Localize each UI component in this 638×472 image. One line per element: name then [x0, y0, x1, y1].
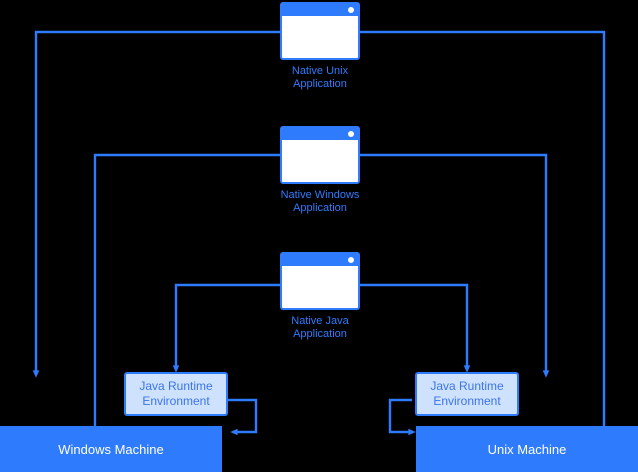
- jre-label: Java Runtime Environment: [139, 379, 213, 408]
- machine-bar-windows[interactable]: Windows Machine: [0, 426, 222, 472]
- application-window-icon: [280, 2, 360, 60]
- wire-java-app-to-jre-windows: [172, 283, 283, 373]
- window-dot-icon: [348, 131, 354, 137]
- node-label: Native Unix Application: [291, 65, 349, 90]
- jre-box-unix[interactable]: Java Runtime Environment: [415, 372, 519, 416]
- node-label: Native Windows Application: [280, 189, 360, 214]
- application-window-icon: [280, 252, 360, 310]
- wire-unix-app-to-left: [32, 30, 283, 378]
- node-label: Native Java Application: [291, 315, 349, 340]
- node-native-java-application[interactable]: Native Java Application: [278, 252, 362, 341]
- window-dot-icon: [348, 257, 354, 263]
- window-dot-icon: [348, 7, 354, 13]
- machine-bar-unix[interactable]: Unix Machine: [416, 426, 638, 472]
- jre-label: Java Runtime Environment: [430, 379, 504, 408]
- node-native-unix-application[interactable]: Native Unix Application: [278, 2, 362, 91]
- wire-jre-unix-to-unix-machine: [388, 398, 416, 436]
- application-window-icon: [280, 126, 360, 184]
- machine-label: Windows Machine: [58, 441, 164, 457]
- machine-label: Unix Machine: [487, 441, 567, 457]
- window-title-bar: [282, 254, 358, 266]
- window-title-bar: [282, 128, 358, 140]
- window-title-bar: [282, 4, 358, 16]
- jre-box-windows[interactable]: Java Runtime Environment: [124, 372, 228, 416]
- node-native-windows-application[interactable]: Native Windows Application: [278, 126, 362, 215]
- wire-jre-windows-to-windows-machine: [227, 398, 258, 436]
- wire-java-app-to-jre-unix: [357, 283, 471, 373]
- wire-windows-app-to-right: [357, 153, 550, 378]
